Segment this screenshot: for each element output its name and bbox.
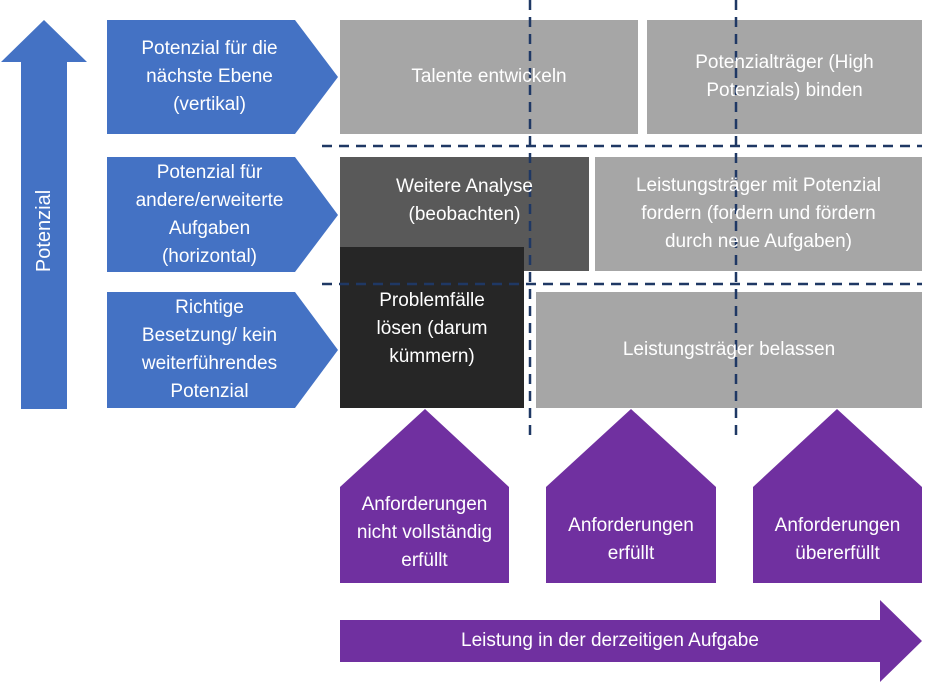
cell-leistung-potenzial-box [595, 157, 922, 271]
column-house-2 [546, 409, 716, 583]
column-label-1: Anforderungen nicht vollständig erfüllt [356, 494, 493, 571]
cell-analyse: Weitere Analyse (beobachten) [396, 176, 533, 225]
cell-problem: Problemfälle lösen (darum kümmern) [376, 290, 488, 367]
horizontal-performance-arrow [340, 600, 922, 682]
cell-belassen-box [536, 292, 922, 408]
cell-high-pot: Potenzialträger (High Potenzials) binden [695, 52, 874, 101]
column-label-3: Anforderungen übererfüllt [774, 515, 901, 564]
vertical-axis-label: Potenzial [33, 189, 55, 273]
horizontal-axis-label: Leistung in der derzeitigen Aufgabe [461, 630, 759, 651]
cell-problem-box [340, 247, 524, 408]
cell-talente: Talente entwickeln [411, 66, 567, 87]
cell-high-pot-box [647, 20, 922, 134]
cell-talente-box [340, 20, 638, 134]
row-arrow-2 [107, 157, 338, 272]
row-label-2: Potenzial für andere/erweiterte Aufgaben… [135, 161, 284, 267]
vertical-potential-arrow [1, 20, 87, 409]
row-label-1: Potenzial für die nächste Ebene (vertika… [141, 38, 278, 115]
column-house-3 [753, 409, 922, 583]
cell-belassen: Leistungsträger belassen [622, 339, 836, 360]
column-label-2: Anforderungen erfüllt [568, 515, 694, 564]
row-arrow-3 [107, 292, 338, 408]
row-arrow-1 [107, 20, 338, 134]
cell-leistung-potenzial: Leistungsträger mit Potenzial fordern (f… [635, 175, 881, 252]
row-label-3: Richtige Besetzung/ kein weiterführendes… [141, 297, 278, 402]
column-house-1 [340, 409, 509, 583]
